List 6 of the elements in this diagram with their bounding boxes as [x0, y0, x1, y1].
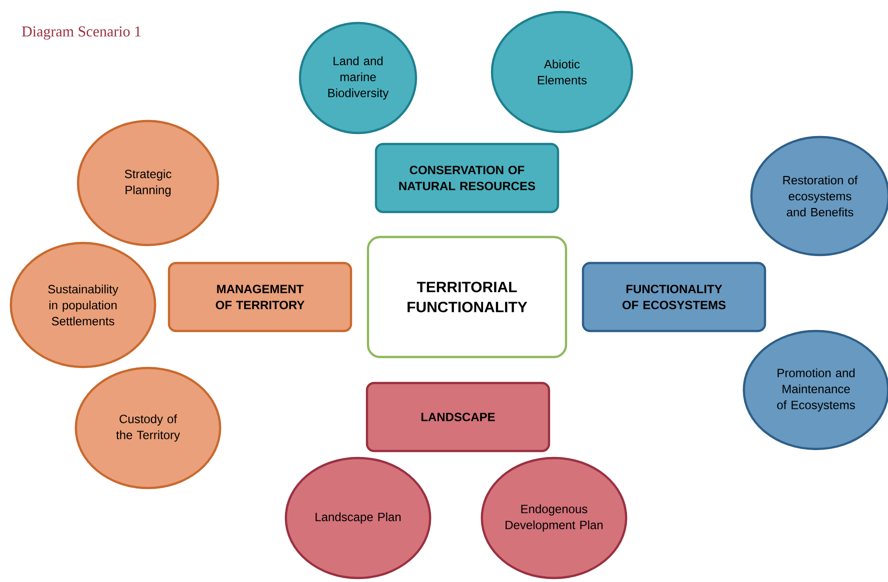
category-box: LANDSCAPE [366, 382, 550, 452]
central-box: TERRITORIAL FUNCTIONALITY [366, 236, 568, 358]
category-box: MANAGEMENT OF TERRITORY [168, 262, 352, 332]
category-box: FUNCTIONALITY OF ECOSYSTEMS [582, 262, 766, 332]
diagram-title: Diagram Scenario 1 [22, 26, 141, 40]
category-box: CONSERVATION OF NATURAL RESOURCES [374, 142, 560, 214]
